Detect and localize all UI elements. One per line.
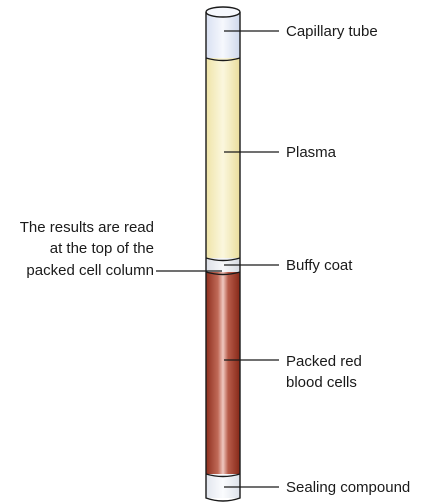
tube-empty-section [206, 12, 240, 58]
buffy-top-boundary [205, 257, 241, 262]
buffy-bottom-boundary [205, 271, 241, 276]
label-sealing-compound: Sealing compound [286, 479, 410, 496]
red-cells-section [206, 272, 240, 474]
label-results-line1: The results are read [20, 219, 154, 236]
label-packed-red-line2: blood cells [286, 374, 357, 391]
label-buffy-coat: Buffy coat [286, 257, 353, 274]
label-plasma: Plasma [286, 144, 337, 161]
label-results-line2: at the top of the [50, 240, 154, 257]
label-packed-red-line1: Packed red [286, 353, 362, 370]
sealing-compound-section [206, 474, 240, 498]
tube-outline [205, 12, 241, 502]
seal-boundary [205, 473, 241, 478]
plasma-section [206, 58, 240, 258]
buffy-coat-section [206, 258, 240, 272]
tube-top-rim [205, 6, 241, 18]
label-results-line3: packed cell column [26, 262, 154, 279]
label-capillary-tube: Capillary tube [286, 23, 378, 40]
plasma-boundary [205, 57, 241, 62]
